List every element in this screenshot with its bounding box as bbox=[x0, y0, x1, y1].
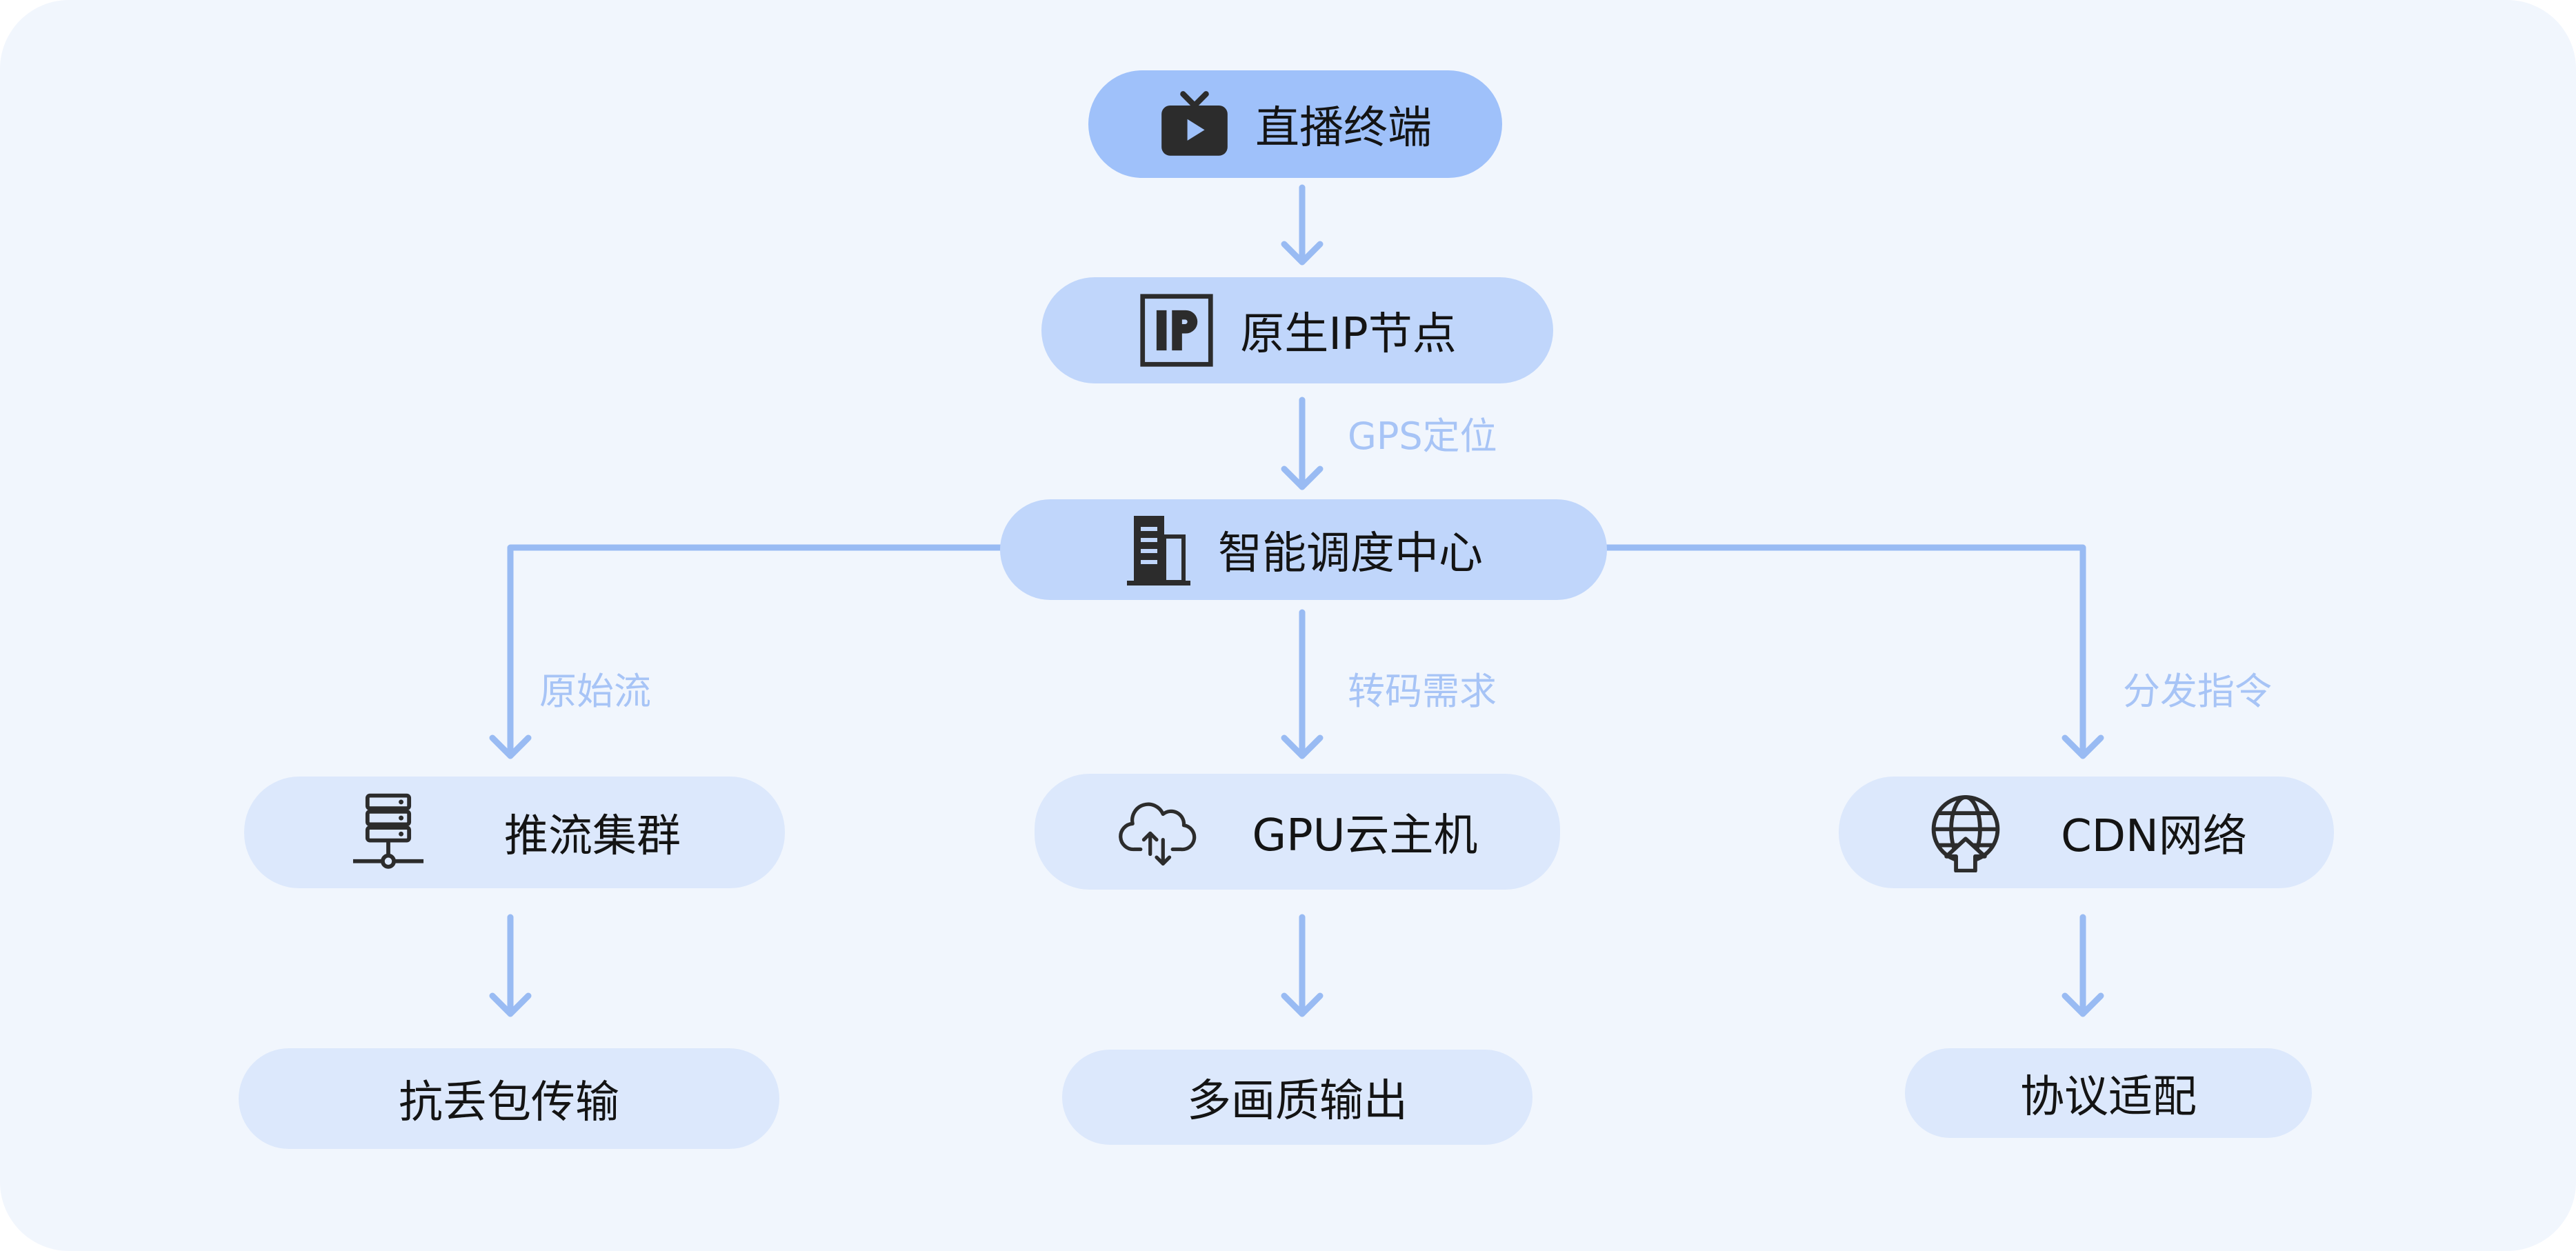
node-gpu-host-label: GPU云主机 bbox=[1252, 810, 1478, 861]
node-protocol-label: 协议适配 bbox=[2020, 1072, 2197, 1123]
node-multi-quality[interactable]: 多画质输出 bbox=[1062, 1050, 1532, 1145]
edge-label-transcode: 转码需求 bbox=[1348, 670, 1497, 713]
arrow-cdn-to-protocol bbox=[2061, 914, 2104, 1017]
arrow-push-cluster-to-anti-loss bbox=[489, 914, 532, 1017]
arrow-terminal-to-ip-node bbox=[1281, 184, 1324, 266]
arrow-scheduler-to-cdn bbox=[1602, 544, 2104, 759]
node-anti-loss[interactable]: 抗丢包传输 bbox=[239, 1048, 779, 1149]
node-anti-loss-label: 抗丢包传输 bbox=[399, 1077, 619, 1128]
tv-play-icon bbox=[1159, 88, 1230, 160]
node-cdn-label: CDN网络 bbox=[2061, 811, 2247, 862]
node-ip-node-label: 原生IP节点 bbox=[1240, 309, 1457, 360]
node-push-cluster[interactable]: 推流集群 bbox=[244, 777, 785, 888]
edge-label-dispatch: 分发指令 bbox=[2123, 670, 2272, 713]
node-push-cluster-label: 推流集群 bbox=[504, 811, 681, 862]
arrow-ip-node-to-scheduler bbox=[1281, 397, 1324, 490]
node-gpu-host[interactable]: GPU云主机 bbox=[1035, 774, 1560, 890]
arrow-gpu-host-to-multi-quality bbox=[1281, 914, 1324, 1017]
globe-upload-icon bbox=[1926, 792, 2006, 872]
arrow-scheduler-to-push-cluster bbox=[489, 544, 1004, 759]
node-multi-quality-label: 多画质输出 bbox=[1187, 1076, 1408, 1127]
edge-label-raw-stream: 原始流 bbox=[539, 670, 651, 713]
node-cdn[interactable]: CDN网络 bbox=[1839, 777, 2334, 888]
node-terminal[interactable]: 直播终端 bbox=[1088, 70, 1502, 178]
node-terminal-label: 直播终端 bbox=[1255, 103, 1432, 154]
arrow-scheduler-to-gpu-host bbox=[1281, 609, 1324, 759]
cloud-sync-icon bbox=[1117, 792, 1197, 872]
ip-square-icon bbox=[1138, 292, 1215, 369]
edge-label-gps: GPS定位 bbox=[1348, 414, 1497, 458]
node-protocol[interactable]: 协议适配 bbox=[1905, 1048, 2312, 1138]
node-scheduler-label: 智能调度中心 bbox=[1218, 528, 1483, 579]
node-ip-node[interactable]: 原生IP节点 bbox=[1041, 277, 1553, 383]
server-stack-icon bbox=[348, 792, 428, 872]
node-scheduler[interactable]: 智能调度中心 bbox=[1000, 499, 1607, 600]
office-building-icon bbox=[1124, 512, 1193, 588]
